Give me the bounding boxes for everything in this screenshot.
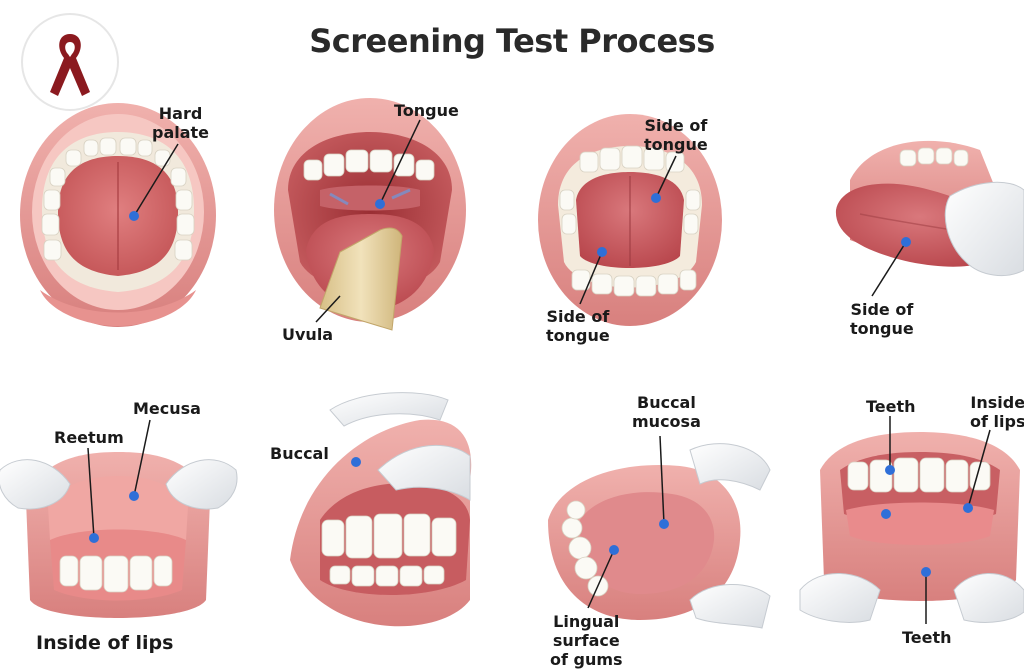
label-teeth-bottom: Teeth (902, 628, 952, 647)
hard-palate-illustration (20, 103, 216, 327)
teeth-illustration (799, 416, 1024, 624)
label-mecusa: Mecusa (133, 399, 201, 418)
tongue-depressor-illustration (274, 98, 466, 331)
awareness-ribbon-icon (20, 12, 120, 112)
tongue-side-illustration (835, 140, 1024, 297)
buccal-illustration (290, 392, 472, 627)
label-teeth-top: Teeth (866, 397, 916, 416)
inside-lips-illustration (0, 419, 238, 618)
page-title: Screening Test Process (309, 22, 715, 60)
buccal-mucosa-illustration (548, 435, 771, 629)
label-uvula: Uvula (282, 325, 334, 344)
label-inside-of-lips: Inside of lips (36, 632, 174, 654)
open-mouth-illustration (538, 114, 722, 326)
label-tongue: Tongue (394, 101, 459, 120)
label-buccal: Buccal (270, 444, 329, 463)
label-reetum: Reetum (54, 428, 124, 447)
